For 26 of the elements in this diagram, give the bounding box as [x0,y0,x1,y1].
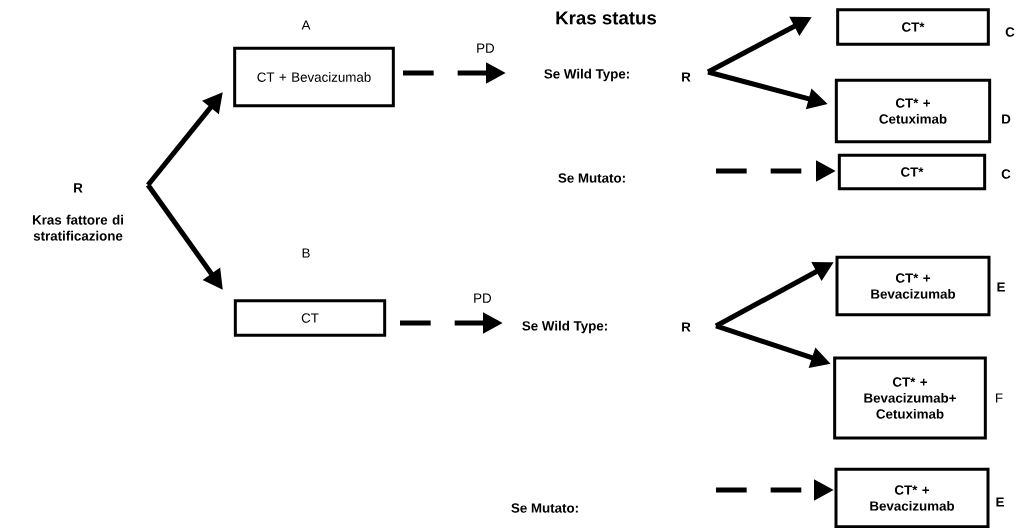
branch-label: R Kras fattore di stratificazione [32,183,123,241]
row-label: Se Mutato: [511,503,578,513]
arm-letter: C [1005,27,1015,37]
edge-label: PD [474,42,496,55]
treatment-box: CT* + Bevacizumab [835,255,991,317]
arm-letter: D [1002,114,1011,124]
arm-letter: A [301,20,311,30]
treatment-box: CT* + Cetuximab [834,78,992,144]
treatment-box: CT* [836,8,990,46]
treatment-box: CT* + Bevacizumab+ Cetuximab [833,356,987,440]
treatment-box: CT + Bevacizumab [233,46,395,108]
treatment-box: CT* [837,153,987,191]
treatment-box: CT [233,299,387,337]
arm-letter: C [1001,169,1011,179]
row-label: R [682,72,691,82]
arm-letter: F [996,393,1003,403]
edge-label: PD [471,292,493,305]
heading: Kras status [556,11,657,25]
arm-letter: E [996,497,1004,507]
treatment-box: CT* + Bevacizumab [834,467,990,528]
arm-letter: B [302,248,310,258]
arm-letter: E [997,282,1005,292]
row-label: R [682,322,691,332]
row-label: Se Mutato: [558,173,625,183]
row-label: Se Wild Type: [522,320,607,334]
row-label: Se Wild Type: [544,68,629,82]
